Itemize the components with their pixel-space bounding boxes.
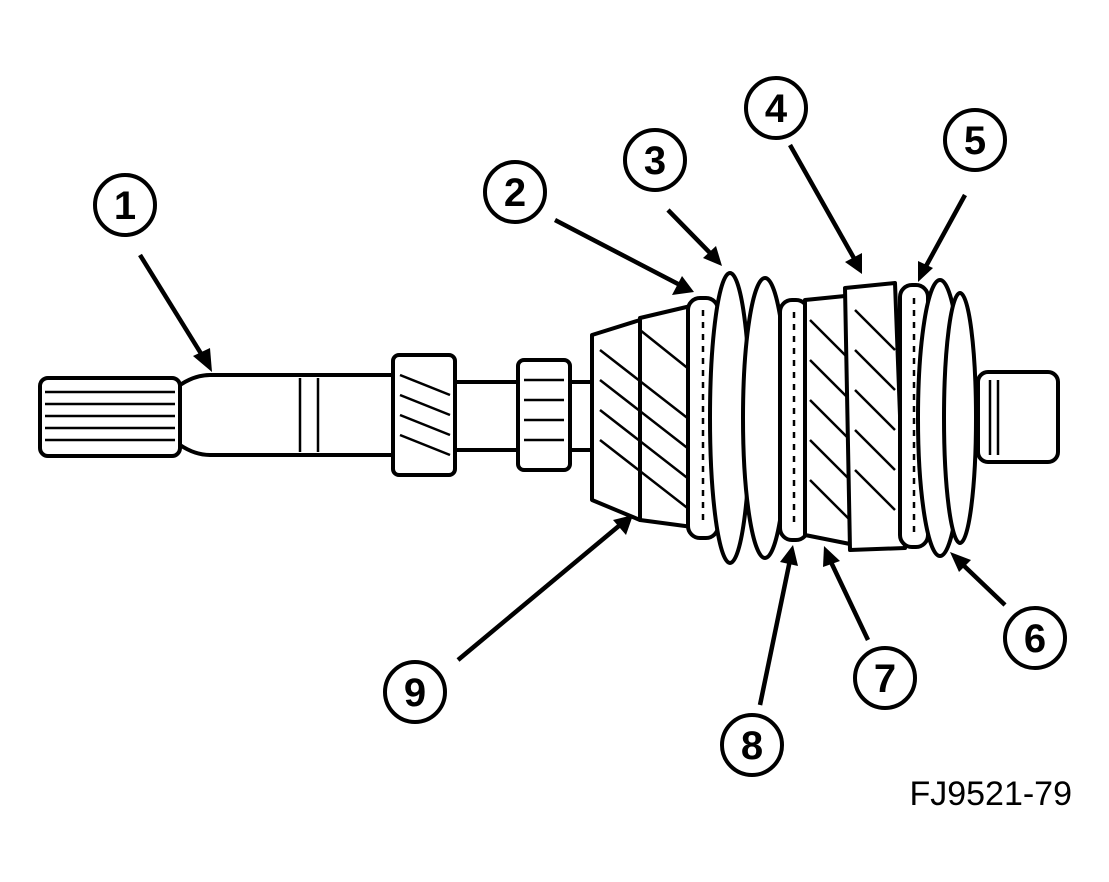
callout-6: 6 <box>1003 606 1067 670</box>
callout-8: 8 <box>720 713 784 777</box>
svg-text:2: 2 <box>504 171 526 215</box>
ring-6-outer <box>942 291 978 545</box>
svg-text:7: 7 <box>874 657 896 701</box>
gear-4 <box>843 281 907 552</box>
callout-2: 2 <box>483 160 547 224</box>
callout-1: 1 <box>93 173 157 237</box>
main-shaft <box>178 373 402 457</box>
svg-text:1: 1 <box>114 184 136 228</box>
figure-id: FJ9521-79 <box>909 775 1072 813</box>
large-helical-gear <box>590 303 702 530</box>
splined-end <box>38 376 182 458</box>
svg-text:9: 9 <box>404 671 426 715</box>
svg-text:8: 8 <box>741 724 763 768</box>
svg-text:3: 3 <box>644 139 666 183</box>
svg-text:6: 6 <box>1024 617 1046 661</box>
svg-text:5: 5 <box>964 119 986 163</box>
callout-7: 7 <box>853 646 917 710</box>
small-gear <box>391 353 457 477</box>
leader-lines <box>138 143 1007 706</box>
callout-9: 9 <box>383 660 447 724</box>
callout-4: 4 <box>744 76 808 140</box>
svg-text:4: 4 <box>765 87 788 131</box>
callout-3: 3 <box>623 128 687 192</box>
small-collar <box>516 358 572 472</box>
shaft-assembly <box>38 271 1060 565</box>
gear-7 <box>803 293 857 547</box>
callout-5: 5 <box>943 108 1007 172</box>
